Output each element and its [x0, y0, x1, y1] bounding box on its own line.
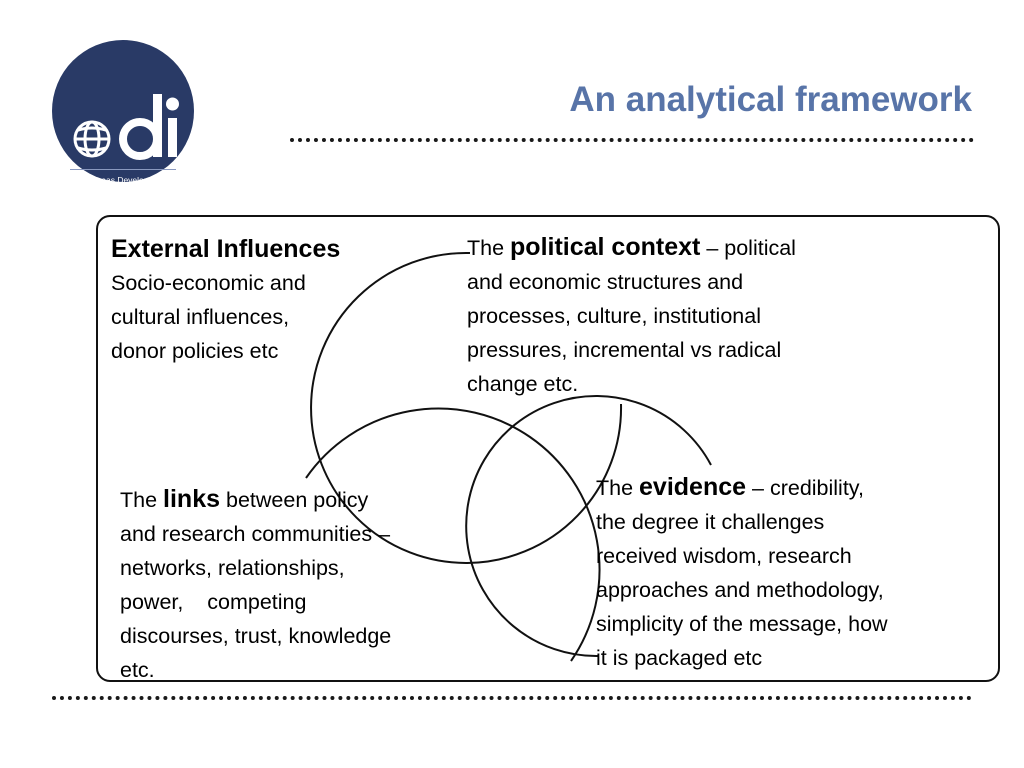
globe-icon — [73, 120, 111, 158]
evidence-line-1-rest: – credibility, — [746, 476, 864, 500]
external-line-2: cultural influences, — [111, 305, 290, 329]
evidence-keyword: evidence — [639, 473, 747, 501]
evidence-line-2: the degree it challenges — [596, 510, 825, 534]
links-line-2: and research communities – — [120, 522, 391, 546]
links-line-6: etc. — [120, 658, 155, 682]
evidence-block: The evidence – credibility, the degree i… — [596, 470, 888, 675]
external-influences-heading: External Influences — [111, 235, 341, 263]
political-line-3: processes, culture, institutional — [467, 304, 761, 328]
links-prefix: The — [120, 488, 164, 512]
top-dotted-rule — [290, 138, 974, 142]
odi-logo: Overseas Development Institute — [52, 40, 194, 197]
links-line-4: power, competing — [120, 590, 307, 614]
evidence-line-3: received wisdom, research — [596, 544, 852, 568]
political-line-1: The political context – political — [467, 230, 796, 265]
framework-frame — [96, 215, 1000, 682]
external-line-3: donor policies etc — [111, 339, 279, 363]
links-block: The links between policy and research co… — [120, 482, 391, 687]
political-context-block: The political context – political and ec… — [467, 230, 796, 401]
political-context-circle — [310, 251, 623, 564]
logo-subtitle-line-2: Institute — [108, 187, 138, 197]
logo-divider — [70, 169, 176, 170]
external-influences-block: External Influences Socio-economic and c… — [111, 232, 340, 368]
links-circle — [305, 407, 601, 662]
evidence-line-6: it is packaged etc — [596, 646, 763, 670]
political-line-2: and economic structures and — [467, 270, 744, 294]
odi-wordmark — [73, 94, 179, 160]
logo-subtitle: Overseas Development Institute — [58, 174, 188, 198]
links-line-5: discourses, trust, knowledge — [120, 624, 392, 648]
logo-subtitle-line-1: Overseas Development — [78, 175, 168, 185]
evidence-line-1: The evidence – credibility, — [596, 470, 888, 505]
political-line-5: change etc. — [467, 372, 579, 396]
political-line-1-rest: – political — [700, 236, 796, 260]
political-prefix: The — [467, 236, 511, 260]
political-keyword: political context — [510, 233, 701, 261]
evidence-circle — [465, 395, 712, 658]
evidence-line-5: simplicity of the message, how — [596, 612, 888, 636]
evidence-line-4: approaches and methodology, — [596, 578, 884, 602]
evidence-prefix: The — [596, 476, 640, 500]
links-line-1-rest: between policy — [220, 488, 369, 512]
links-line-1: The links between policy — [120, 482, 391, 517]
political-line-4: pressures, incremental vs radical — [467, 338, 782, 362]
external-line-1: Socio-economic and — [111, 271, 306, 295]
links-line-3: networks, relationships, — [120, 556, 345, 580]
slide-title: An analytical framework — [569, 80, 972, 119]
links-keyword: links — [163, 485, 221, 513]
bottom-dotted-rule — [52, 696, 972, 700]
